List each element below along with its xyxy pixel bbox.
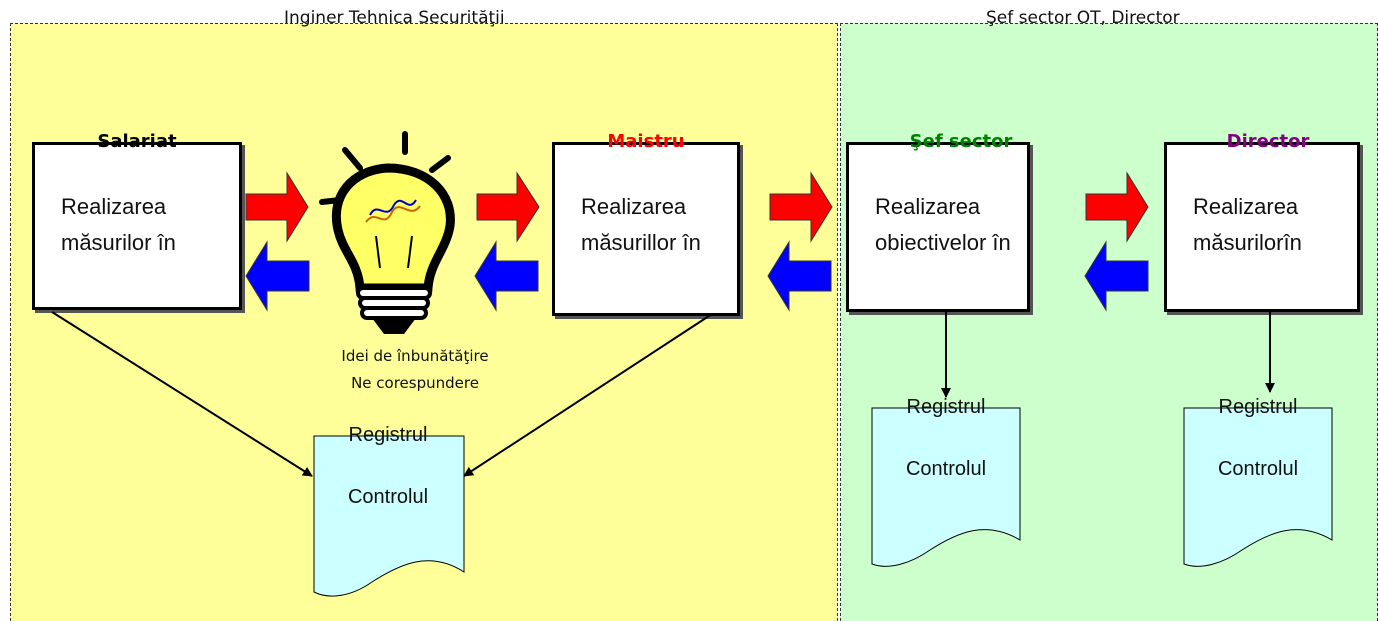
connectors	[51, 311, 1275, 477]
label-director: Director	[1226, 131, 1310, 152]
zone-title-right: Şef sector OT, Director	[986, 8, 1180, 28]
idea-caption-line2: Ne corespundere	[351, 374, 479, 392]
document-subtitle: Controlul	[1217, 458, 1299, 480]
arrow-left-1	[245, 240, 310, 312]
arrow-right-4	[1085, 171, 1149, 243]
label-maistru: Maistru	[607, 131, 685, 152]
label-salariat: Salariat	[97, 131, 177, 152]
connector-salariat-doc	[51, 311, 313, 477]
document-title: Registrul	[1218, 396, 1298, 418]
arrow-left-3	[767, 240, 832, 312]
arrow-left-2	[474, 240, 539, 312]
zone-title-left: Inginer Tehnica Securităţii	[284, 8, 505, 28]
arrow-right-3	[769, 171, 833, 243]
back-arrows	[245, 240, 1149, 312]
document-subtitle: Controlul	[905, 458, 987, 480]
lightbulb-icon	[319, 131, 455, 334]
arrow-right-1	[245, 171, 309, 243]
arrow-left-4	[1084, 240, 1149, 312]
label-sef-sector: Şef sector	[909, 131, 1013, 152]
document-title: Registrul	[906, 396, 986, 418]
connector-maistru-doc	[463, 313, 713, 477]
idea-caption-line1: Idei de înbunătăţire	[341, 347, 489, 365]
document-subtitle: Controlul	[347, 486, 429, 508]
forward-arrows	[245, 171, 1149, 243]
arrow-right-2	[476, 171, 540, 243]
document-icon	[313, 435, 465, 597]
document-title: Registrul	[348, 424, 428, 446]
document-icon	[1183, 407, 1333, 567]
documents	[313, 407, 1333, 597]
document-icon	[871, 407, 1021, 567]
